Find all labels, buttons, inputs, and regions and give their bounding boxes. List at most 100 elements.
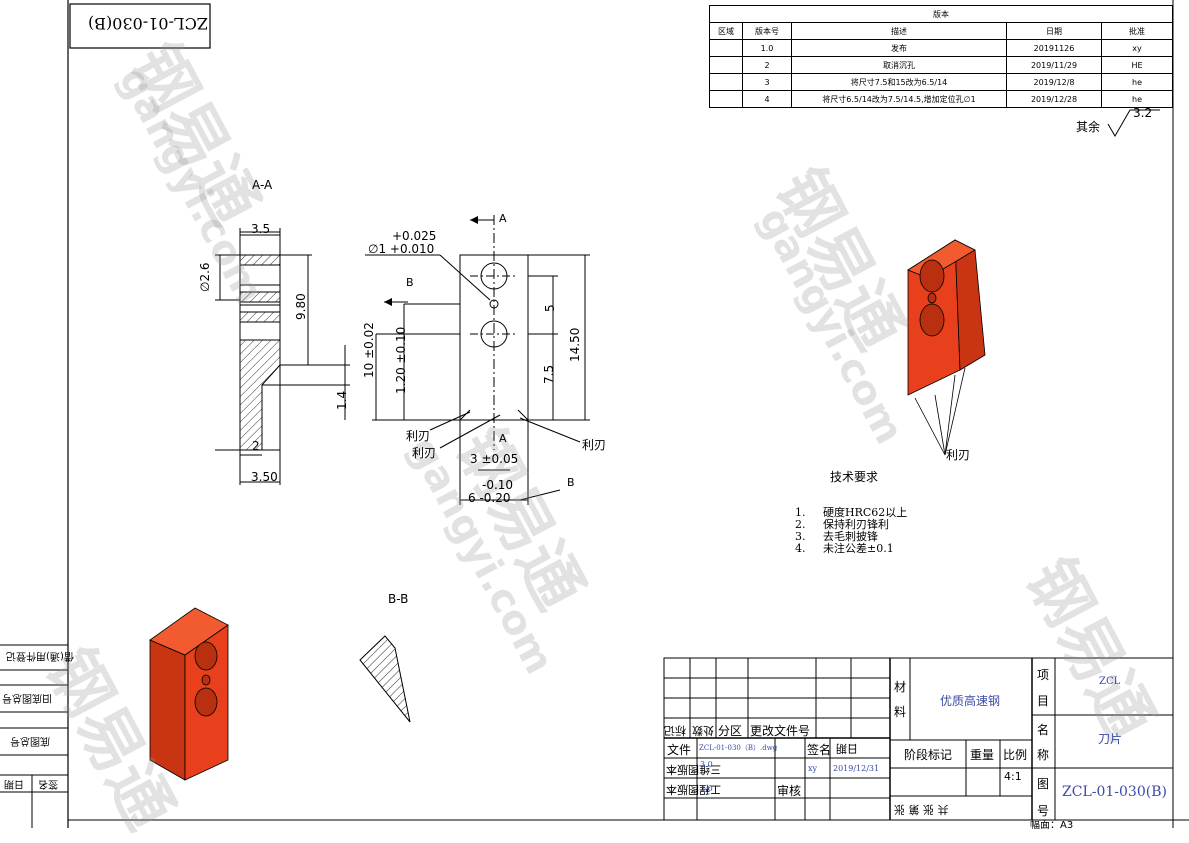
marker-b-left: B	[406, 276, 414, 289]
dim-aa-14: 1.4	[335, 390, 349, 410]
rev-header-zone: 区域	[709, 22, 743, 40]
tb-review-label: 审核	[777, 784, 802, 798]
rev-cell	[709, 39, 743, 57]
list-num: 4.	[795, 542, 806, 555]
tb-name-label-2: 称	[1037, 748, 1050, 762]
tb-project-value: ZCL	[1099, 676, 1121, 687]
rev-cell: 4	[742, 90, 792, 108]
tb-drawing-value: ZCL-01-030(B)	[1062, 784, 1167, 800]
rev-cell: 2019/12/28	[1006, 90, 1102, 108]
rev-cell	[709, 90, 743, 108]
dim-10: 10 ±0.02	[362, 322, 376, 378]
tb-file-label: 文件	[667, 743, 692, 757]
section-aa-label: A-A	[252, 178, 273, 192]
rev-cell: he	[1101, 90, 1173, 108]
side-l4: 日期	[4, 778, 24, 789]
dim-aa-width-top: 3.5	[251, 222, 271, 236]
rev-cell	[709, 73, 743, 91]
side-l3: 底图总号	[10, 735, 50, 746]
tb-stage-label: 阶段标记	[904, 748, 953, 762]
tb-biaoji: 标记	[664, 724, 686, 737]
side-l2: 旧底图总号	[2, 692, 52, 703]
rev-cell: 20191126	[1006, 39, 1102, 57]
note-edge-3d: 利刃	[946, 448, 971, 462]
rev-cell: 将尺寸7.5和15改为6.5/14	[791, 73, 1007, 91]
note-edge-left-2: 利刃	[412, 446, 437, 460]
dim-3: 3 ±0.05	[470, 452, 519, 466]
tb-drawing-label-1: 图	[1037, 777, 1050, 791]
table-row: 4 将尺寸6.5/14改为7.5/14.5,增加定位孔∅1 2019/12/28…	[709, 90, 1173, 108]
rev-cell: 取消沉孔	[791, 56, 1007, 74]
rev-header-desc: 描述	[791, 22, 1007, 40]
tb-fenqu: 分区	[718, 724, 743, 738]
dim-120: 1.20 ±0.10	[394, 326, 408, 394]
rev-cell: 发布	[791, 39, 1007, 57]
dim-6-tol: -0.10	[482, 478, 514, 492]
list-num: 3.	[795, 530, 806, 543]
marker-a-bottom: A	[499, 432, 507, 445]
rev-cell: 2	[742, 56, 792, 74]
rev-cell: 2019/12/8	[1006, 73, 1102, 91]
table-row: 3 将尺寸7.5和15改为6.5/14 2019/12/8 he	[709, 73, 1173, 91]
tb-material-value: 优质高速钢	[940, 694, 1001, 708]
side-l5: 签名	[38, 778, 58, 789]
dim-6: 6 -0.20	[468, 491, 511, 505]
list-text: 保持利刃锋利	[823, 518, 889, 531]
tb-name-label-1: 名	[1037, 723, 1050, 737]
dim-aa-980: 9.80	[294, 293, 308, 320]
rev-cell: xy	[1101, 39, 1173, 57]
tb-scale-label: 比例	[1003, 748, 1028, 762]
marker-a-top: A	[499, 212, 507, 225]
tb-designer: xy	[808, 764, 818, 773]
list-num: 1.	[795, 506, 806, 519]
tb-ver3d-value: 3.0	[700, 760, 713, 769]
tb-design-date: 2019/12/31	[833, 764, 880, 773]
tb-sign-label: 签名	[807, 743, 832, 757]
revision-header-row: 区域 版本号 描述 日期 批准	[709, 22, 1173, 40]
rev-cell: he	[1101, 73, 1173, 91]
list-text: 去毛刺披锋	[823, 530, 878, 543]
tb-file-value: ZCL-01-030（B）.dwg	[699, 744, 778, 752]
tb-scale-value: 4:1	[1004, 770, 1022, 783]
list-num: 2.	[795, 518, 806, 531]
dim-5: 5	[543, 304, 557, 312]
tb-chushu: 处数	[692, 724, 714, 737]
tech-requirements-list: 1.硬度HRC62以上 2. 保持利刃锋利 3. 去毛刺披锋 4. 未注公差±0.1	[795, 507, 907, 555]
dim-75: 7.5	[542, 364, 556, 384]
rev-cell: 将尺寸6.5/14改为7.5/14.5,增加定位孔∅1	[791, 90, 1007, 108]
dim-hole-tol-top: +0.025	[392, 229, 437, 243]
rev-cell	[709, 56, 743, 74]
list-item: 1.硬度HRC62以上	[795, 507, 907, 519]
table-row: 1.0 发布 20191126 xy	[709, 39, 1173, 57]
tb-ver2d-value: 3.0	[700, 784, 713, 793]
note-edge-right: 利刃	[582, 438, 607, 452]
dim-aa-dia: ∅2.6	[198, 262, 212, 292]
list-item: 3. 去毛刺披锋	[795, 531, 907, 543]
note-edge-left: 利刃	[406, 429, 431, 443]
tb-gengai: 更改文件号	[750, 724, 811, 738]
rev-header-date: 日期	[1006, 22, 1102, 40]
list-item: 2. 保持利刃锋利	[795, 519, 907, 531]
dim-aa-2: 2	[252, 439, 260, 453]
rev-cell: 3	[742, 73, 792, 91]
roughness-value: 3.2	[1133, 106, 1153, 120]
side-l1: 借(通)用件登记	[6, 650, 74, 661]
tb-ver3d-label: 三维图版本	[666, 763, 721, 776]
dim-1450: 14.50	[568, 327, 582, 362]
rev-cell: 2019/11/29	[1006, 56, 1102, 74]
section-bb-label: B-B	[388, 592, 409, 606]
roughness-prefix: 其余	[1076, 120, 1101, 134]
drawing-id-box: ZCL-01-030(B)	[88, 14, 208, 33]
dim-aa-350: 3.50	[251, 470, 278, 484]
rev-header-approve: 批准	[1101, 22, 1173, 40]
rev-header-version: 版本号	[742, 22, 792, 40]
tb-sheets: 共 张 第 张	[894, 803, 949, 816]
tb-drawing-label-2: 号	[1037, 804, 1050, 818]
tb-project-label-2: 目	[1037, 694, 1050, 708]
tb-name-value: 刀片	[1098, 732, 1123, 746]
dim-hole-tol-main: ∅1 +0.010	[368, 242, 435, 256]
revision-table: 版本 区域 版本号 描述 日期 批准 1.0 发布 20191126 xy 2 …	[709, 5, 1173, 108]
tech-requirements-title: 技术要求	[830, 470, 879, 484]
list-text: 未注公差±0.1	[823, 542, 894, 555]
